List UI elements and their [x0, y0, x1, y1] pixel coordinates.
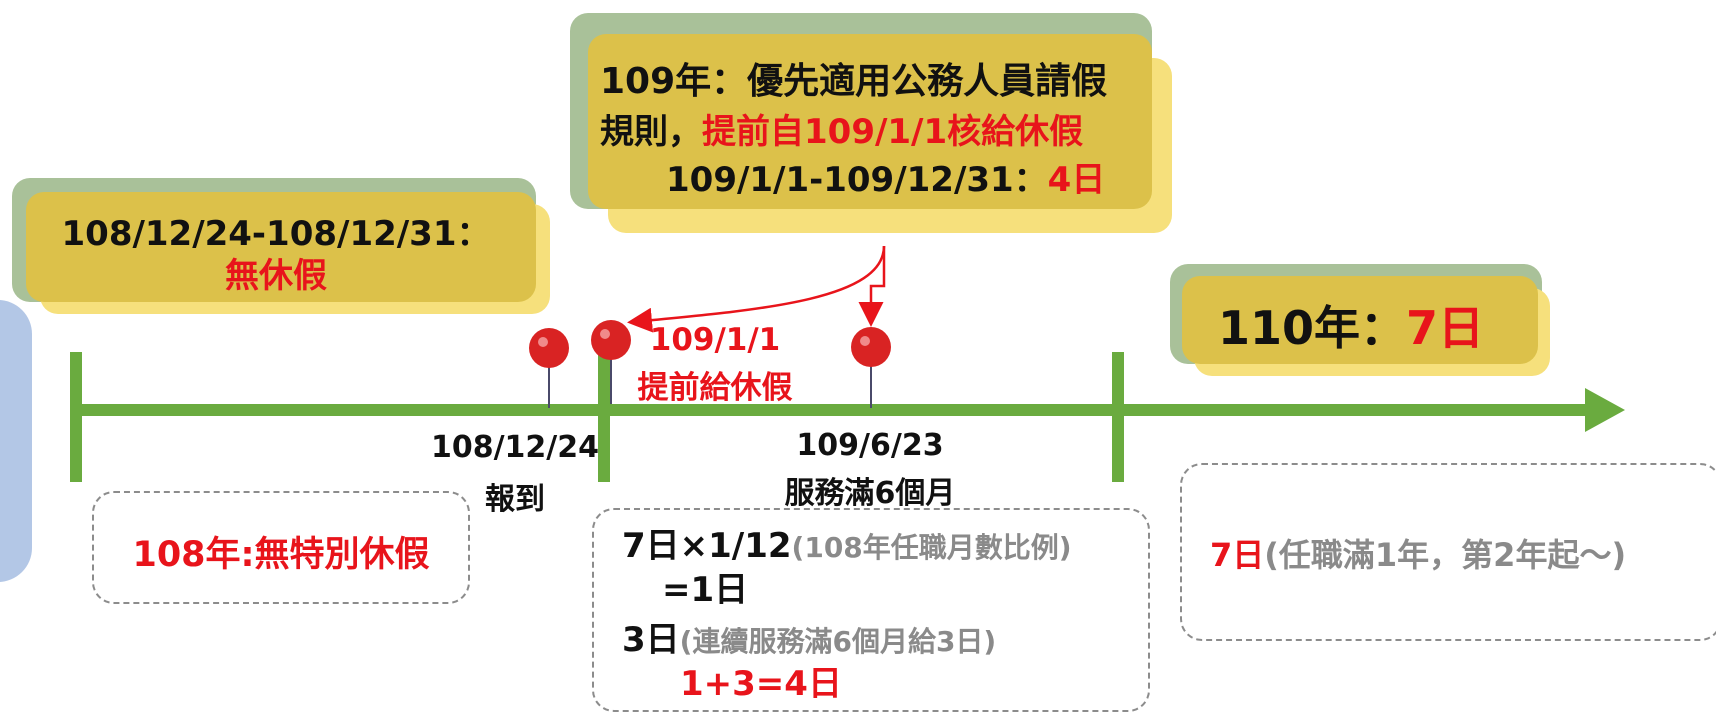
- box-109-line2-a: 規則，: [600, 112, 702, 152]
- bottom-left-box: 108年:無特別休假: [92, 491, 470, 604]
- bottom-mid-box: 7日×1/12(108年任職月數比例) =1日 3日(連續服務滿6個月給3日) …: [592, 508, 1150, 712]
- box-109-line3-b: 4日: [1047, 160, 1106, 200]
- box-110: 110年：7日: [1182, 276, 1538, 364]
- pin-108-12-24: [529, 328, 569, 408]
- bottom-right-text: 7日(任職滿1年，第2年起～): [1210, 530, 1626, 576]
- box-109-line1: 109年：優先適用公務人員請假: [600, 61, 1108, 102]
- marker-109-6-note: 服務滿6個月: [784, 476, 956, 511]
- bottom-mid-line2: =1日: [662, 570, 749, 610]
- box-110-text: 110年：7日: [1218, 292, 1484, 358]
- side-panel: [0, 300, 32, 582]
- bottom-mid-line3: 3日(連續服務滿6個月給3日): [622, 612, 996, 661]
- box-110-prefix: 110年：: [1218, 301, 1407, 355]
- marker-109-note: 提前給休假: [637, 370, 793, 406]
- pin-109-6-23: [851, 327, 891, 408]
- box-109-line3: 109/1/1-109/12/31：4日: [666, 152, 1105, 201]
- box-110-value: 7日: [1406, 301, 1485, 355]
- marker-108-note: 報到: [485, 482, 545, 517]
- box-108-line2: 無休假: [225, 256, 327, 296]
- pin-109-1-1: [591, 320, 631, 404]
- bottom-right-note: (任職滿1年，第2年起～): [1264, 536, 1627, 574]
- bottom-mid-line3-b: (連續服務滿6個月給3日): [679, 625, 997, 658]
- box-109: 109年：優先適用公務人員請假 規則，提前自109/1/1核給休假 109/1/…: [588, 34, 1152, 209]
- bottom-mid-line3-a: 3日: [622, 620, 680, 660]
- arrow-to-109-6-23: [858, 246, 886, 327]
- marker-109-date: 109/1/1: [649, 322, 781, 358]
- timeline-arrowhead: [1585, 388, 1625, 432]
- arrow-to-109-1-1: [627, 245, 886, 333]
- box-109-line2-b: 提前自109/1/1核給休假: [702, 112, 1084, 152]
- bottom-mid-line4: 1+3=4日: [680, 664, 842, 704]
- bottom-right-value: 7日: [1210, 536, 1265, 574]
- marker-109-6-date: 109/6/23: [796, 428, 944, 463]
- bottom-left-text: 108年:無特別休假: [132, 535, 430, 575]
- box-109-line3-a: 109/1/1-109/12/31：: [666, 160, 1048, 200]
- box-109-line2: 規則，提前自109/1/1核給休假: [600, 104, 1083, 153]
- bottom-mid-line1-a: 7日×1/12: [622, 526, 792, 566]
- bottom-right-box: 7日(任職滿1年，第2年起～): [1180, 463, 1716, 641]
- bottom-mid-line1: 7日×1/12(108年任職月數比例): [622, 518, 1072, 567]
- box-108-line1: 108/12/24-108/12/31：: [61, 214, 491, 254]
- marker-108-date: 108/12/24: [430, 430, 600, 465]
- box-108: 108/12/24-108/12/31： 無休假: [26, 192, 536, 302]
- bottom-mid-line1-b: (108年任職月數比例): [791, 531, 1072, 564]
